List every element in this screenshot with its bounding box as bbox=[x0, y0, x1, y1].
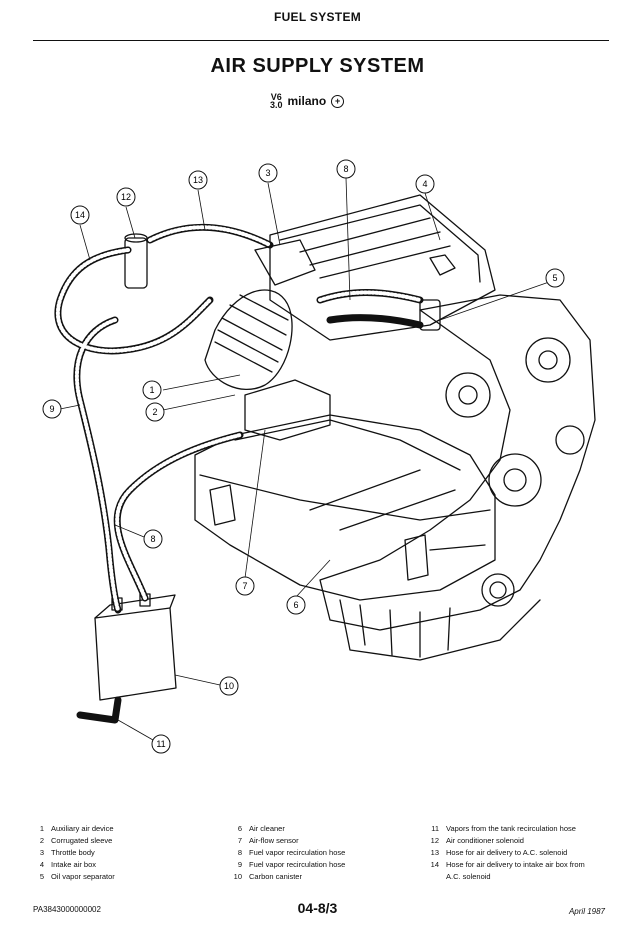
callout-5: 5 bbox=[545, 268, 565, 288]
callout-4: 4 bbox=[415, 174, 435, 194]
carbon-canister bbox=[94, 607, 177, 701]
svg-text:12: 12 bbox=[121, 192, 131, 202]
air-cleaner-outlet bbox=[481, 573, 515, 607]
alfa-logo-icon: + bbox=[331, 94, 345, 108]
callout-14: 14 bbox=[70, 205, 90, 225]
callout-10: 10 bbox=[219, 676, 239, 696]
section-header: FUEL SYSTEM bbox=[273, 10, 362, 24]
hose-11 bbox=[76, 696, 122, 724]
svg-text:9: 9 bbox=[49, 404, 54, 414]
svg-text:8: 8 bbox=[343, 164, 348, 174]
svg-text:3: 3 bbox=[265, 168, 270, 178]
revision-date: April 1987 bbox=[568, 907, 605, 916]
callout-11: 11 bbox=[151, 734, 171, 754]
svg-text:2: 2 bbox=[152, 407, 157, 417]
callouts: 1 2 3 4 5 6 7 8 8 9 10 11 12 13 14 bbox=[42, 159, 565, 754]
callout-6: 6 bbox=[286, 595, 306, 615]
callout-1: 1 bbox=[142, 380, 162, 400]
ac-solenoid bbox=[124, 237, 148, 289]
svg-text:7: 7 bbox=[242, 581, 247, 591]
engine-diagram: 1 2 3 4 5 6 7 8 8 9 10 11 12 13 14 bbox=[42, 159, 596, 754]
model-name: milano bbox=[287, 94, 327, 108]
air-cleaner bbox=[194, 414, 496, 601]
intake-air-box bbox=[269, 194, 496, 341]
callout-8-lower: 8 bbox=[143, 529, 163, 549]
svg-text:1: 1 bbox=[149, 385, 154, 395]
svg-text:14: 14 bbox=[75, 210, 85, 220]
callout-9: 9 bbox=[42, 399, 62, 419]
svg-text:6: 6 bbox=[293, 600, 298, 610]
pulley-lower bbox=[488, 453, 542, 507]
document-code: PA3843000000002 bbox=[33, 905, 101, 914]
callout-13: 13 bbox=[188, 170, 208, 190]
pulley-small bbox=[555, 425, 585, 455]
page-number: 04-8/3 bbox=[297, 900, 338, 916]
pulley-upper bbox=[525, 337, 571, 383]
hose-14 bbox=[54, 246, 214, 355]
svg-text:4: 4 bbox=[422, 179, 427, 189]
air-flow-sensor bbox=[244, 379, 331, 441]
svg-text:5: 5 bbox=[552, 273, 557, 283]
svg-text:11: 11 bbox=[156, 739, 165, 749]
callout-12: 12 bbox=[116, 187, 136, 207]
callout-7: 7 bbox=[235, 576, 255, 596]
page-title: AIR SUPPLY SYSTEM bbox=[210, 55, 425, 77]
header-rule bbox=[33, 40, 609, 41]
callout-3: 3 bbox=[258, 163, 278, 183]
pulley-middle bbox=[445, 372, 491, 418]
svg-text:8: 8 bbox=[150, 534, 155, 544]
svg-text:13: 13 bbox=[193, 175, 203, 185]
callout-2: 2 bbox=[145, 402, 165, 422]
oil-vapor-separator bbox=[419, 299, 441, 331]
corrugated-sleeve bbox=[204, 289, 293, 390]
throttle-body bbox=[254, 239, 316, 286]
svg-text:10: 10 bbox=[224, 681, 234, 691]
callout-8-top: 8 bbox=[336, 159, 356, 179]
